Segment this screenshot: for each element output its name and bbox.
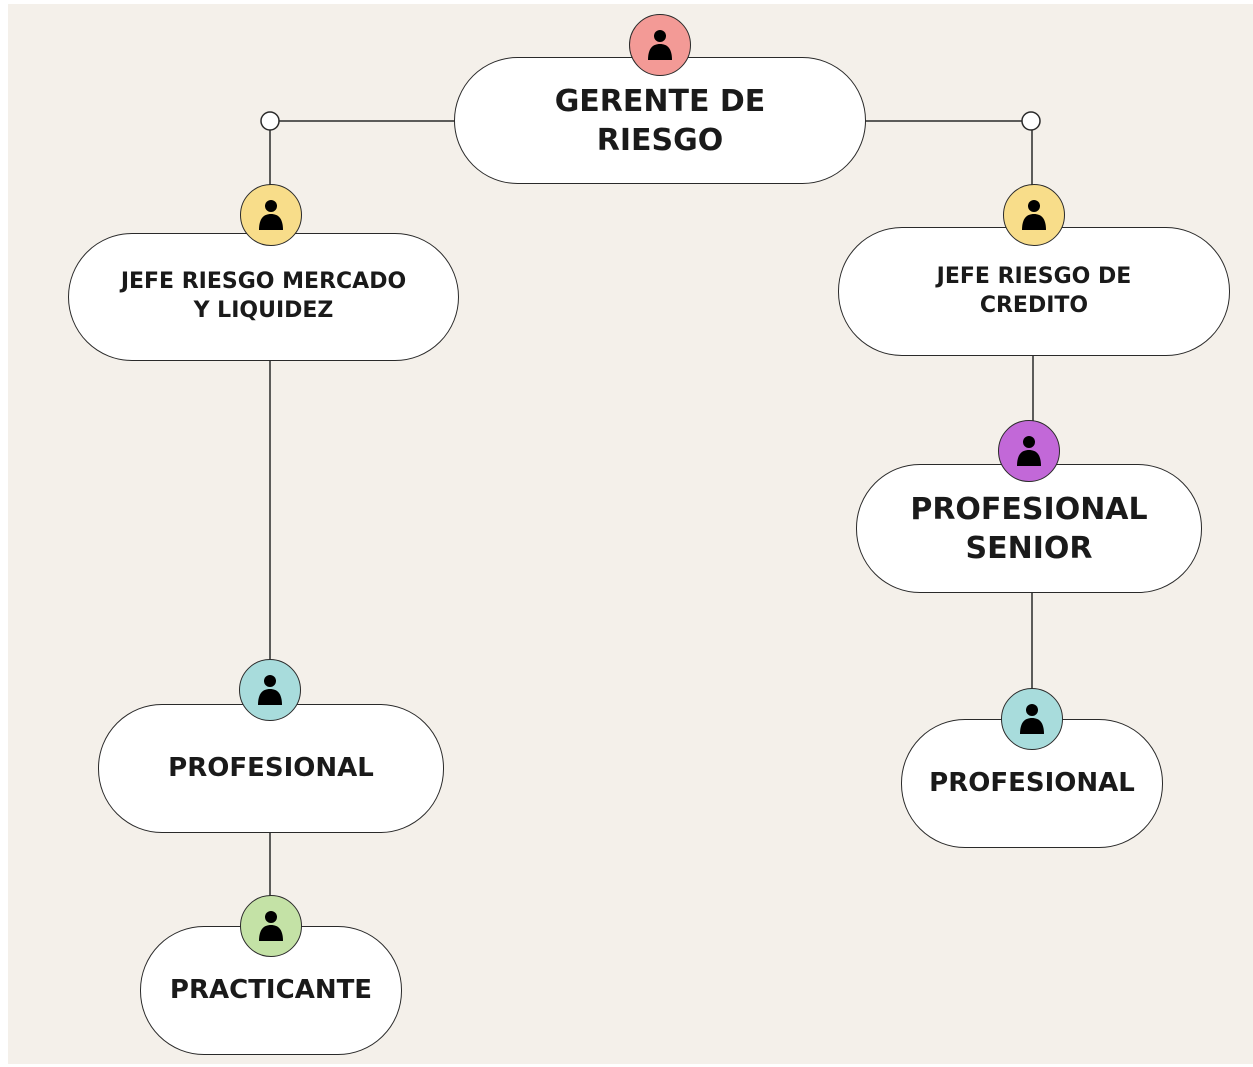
- junction-dot-left: [260, 111, 280, 131]
- junction-dot-right: [1021, 111, 1041, 131]
- person-icon: [1020, 704, 1044, 734]
- person-icon: [1017, 436, 1041, 466]
- person-icon: [259, 911, 283, 941]
- node-label: PROFESIONAL: [168, 752, 374, 783]
- badge-practicante: [240, 895, 302, 957]
- connector-lines: [260, 111, 1041, 898]
- badge-profesional-credito: [1001, 688, 1063, 750]
- node-profesional-credito: PROFESIONAL: [901, 719, 1163, 848]
- badge-jefe-credito: [1003, 184, 1065, 246]
- badge-profesional-mercado: [239, 659, 301, 721]
- badge-jefe-mercado: [240, 184, 302, 246]
- node-label: PROFESIONAL: [929, 767, 1135, 798]
- badge-profesional-senior: [998, 420, 1060, 482]
- person-icon: [258, 675, 282, 705]
- person-icon: [648, 30, 672, 60]
- badge-gerente: [629, 14, 691, 76]
- node-label: PRACTICANTE: [169, 974, 373, 1005]
- person-icon: [1022, 200, 1046, 230]
- person-icon: [259, 200, 283, 230]
- node-profesional-mercado: PROFESIONAL: [98, 704, 444, 833]
